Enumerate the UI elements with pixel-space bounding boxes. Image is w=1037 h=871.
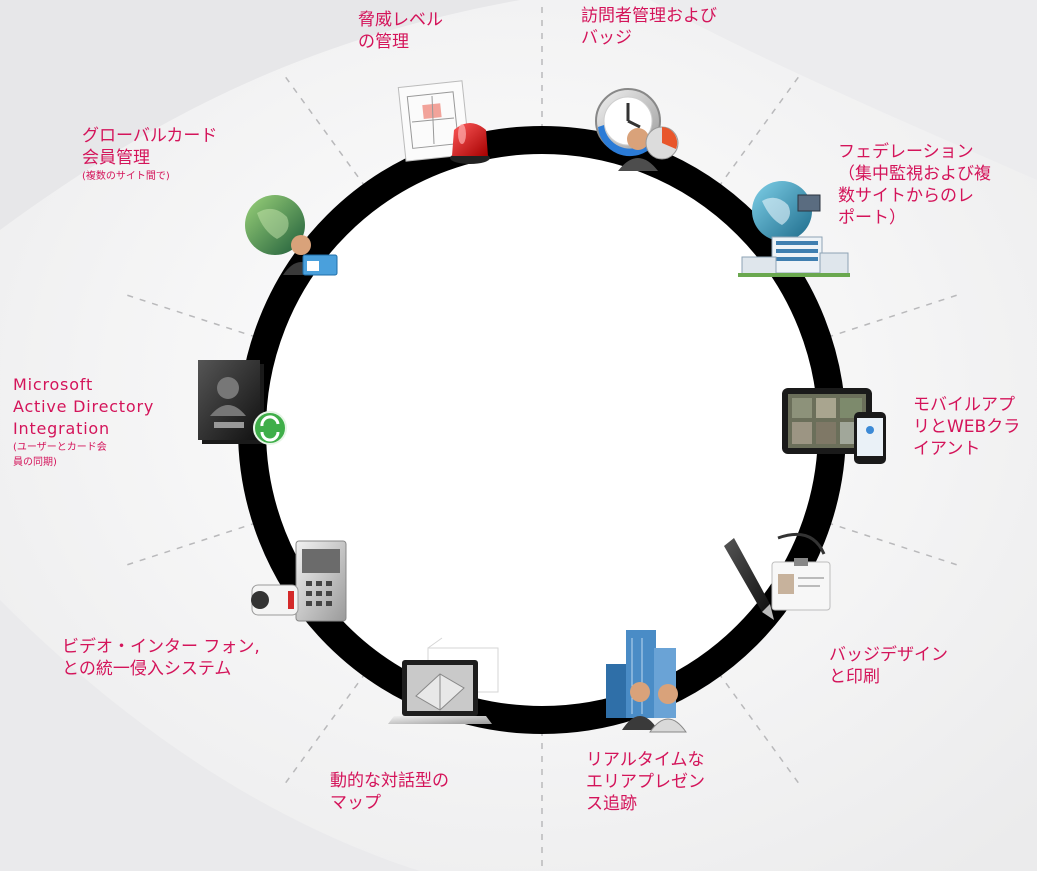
feature-label-subtext: 員の同期) [13, 456, 57, 468]
dashed-spoke [827, 521, 961, 567]
laptop-floorplan-icon [388, 637, 499, 724]
background-swoosh [0, 600, 420, 871]
feature-label-line: バッジデザイン [829, 644, 948, 665]
feature-label-line: Integration [13, 419, 110, 438]
feature-label-line: リアルタイムな [586, 750, 705, 770]
background-swoosh [0, 0, 520, 230]
feature-label-line: エリアプレゼン [586, 772, 705, 792]
background-swoosh [650, 0, 1037, 180]
globe-cardholder-icon [245, 195, 338, 276]
feature-label-line: ビデオ・インター フォン, [62, 636, 260, 657]
feature-label-line: 動的な対話型の [330, 771, 449, 791]
feature-label-line: （集中監視および複 [838, 164, 991, 184]
buildings-people-icon [606, 630, 687, 733]
dashed-spoke [827, 293, 961, 339]
feature-label-line: マップ [330, 793, 381, 813]
feature-label-line: ス追跡 [586, 794, 637, 814]
feature-label-subtext: (複数のサイト間で) [82, 169, 170, 182]
feature-label-line: 訪問者管理および [581, 6, 717, 26]
feature-label-line: との統一侵入システム [62, 659, 231, 679]
feature-label-subtext: (ユーザーとカード会 [13, 440, 107, 453]
dashed-spoke [717, 672, 802, 787]
dashed-spoke [123, 521, 257, 567]
feature-label-line: イアント [913, 439, 980, 459]
feature-label-line: Active Directory [13, 397, 154, 416]
visitor-management-clock-icon [595, 88, 679, 171]
threat-level-map-alarm-icon [397, 80, 490, 164]
feature-label-line: 脅威レベル [358, 10, 443, 30]
dashed-spoke [282, 672, 367, 787]
feature-label-line: と印刷 [829, 667, 880, 687]
feature-label-line: バッジ [581, 28, 632, 48]
feature-label-line: リとWEBクラ [913, 417, 1020, 437]
camera-intercom-icon [251, 540, 347, 622]
feature-label-line: 数サイトからのレ [838, 186, 974, 206]
feature-label: ビデオ・インター フォン,との統一侵入システム [62, 636, 260, 679]
dashed-spoke [123, 293, 257, 339]
federation-globe-buildings-icon [738, 181, 850, 277]
feature-label-line: モバイルアプ [913, 395, 1015, 415]
active-directory-book-sync-icon [198, 360, 287, 445]
feature-label-line: グローバルカード [82, 126, 217, 146]
feature-label-line: の管理 [358, 32, 409, 52]
feature-label-line: ポート） [838, 208, 906, 228]
mobile-tablet-phone-icon [782, 388, 886, 464]
feature-label-line: 会員管理 [82, 148, 150, 168]
feature-label-line: Microsoft [13, 375, 93, 394]
dashed-spokes [123, 0, 961, 870]
dashed-spoke [282, 73, 367, 188]
badge-pen-icon [724, 533, 831, 620]
dashed-spoke [717, 73, 802, 188]
feature-ring [238, 126, 846, 734]
feature-label-line: フェデレーション [838, 141, 974, 162]
